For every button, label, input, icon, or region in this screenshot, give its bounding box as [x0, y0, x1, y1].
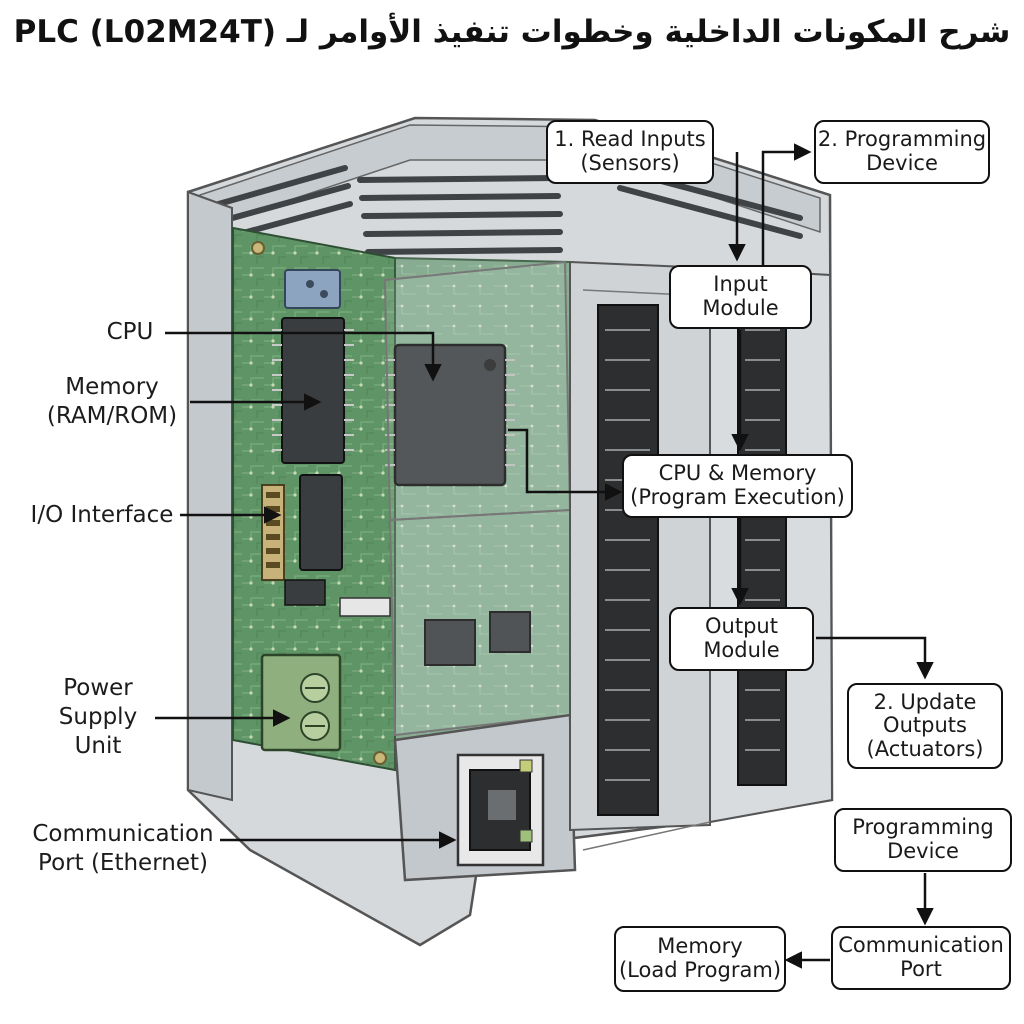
cpu-chip: [385, 343, 515, 487]
terminal-modules: [569, 260, 834, 851]
ethernet-port: [393, 713, 577, 882]
diagram-title: شرح المكونات الداخلية وخطوات تنفيذ الأوا…: [13, 14, 1011, 50]
oscillator-component: [284, 269, 341, 309]
label-memory: Memory(RAM/ROM): [46, 374, 178, 429]
box-cpu-memory: CPU & Memory(Program Execution): [622, 454, 853, 518]
auxiliary-chips: [284, 579, 531, 666]
label-cpu: CPU: [106, 319, 154, 345]
label-io-interface: I/O Interface: [30, 502, 174, 528]
box-read-inputs: 1. Read Inputs(Sensors): [546, 120, 714, 184]
power-terminal-block: [260, 653, 342, 752]
flow-arrows: [508, 143, 934, 969]
io-interface-connector: [261, 474, 343, 581]
callout-arrows: [155, 331, 457, 849]
memory-chip: [272, 317, 354, 464]
box-memory-load-program: Memory(Load Program): [614, 926, 786, 992]
